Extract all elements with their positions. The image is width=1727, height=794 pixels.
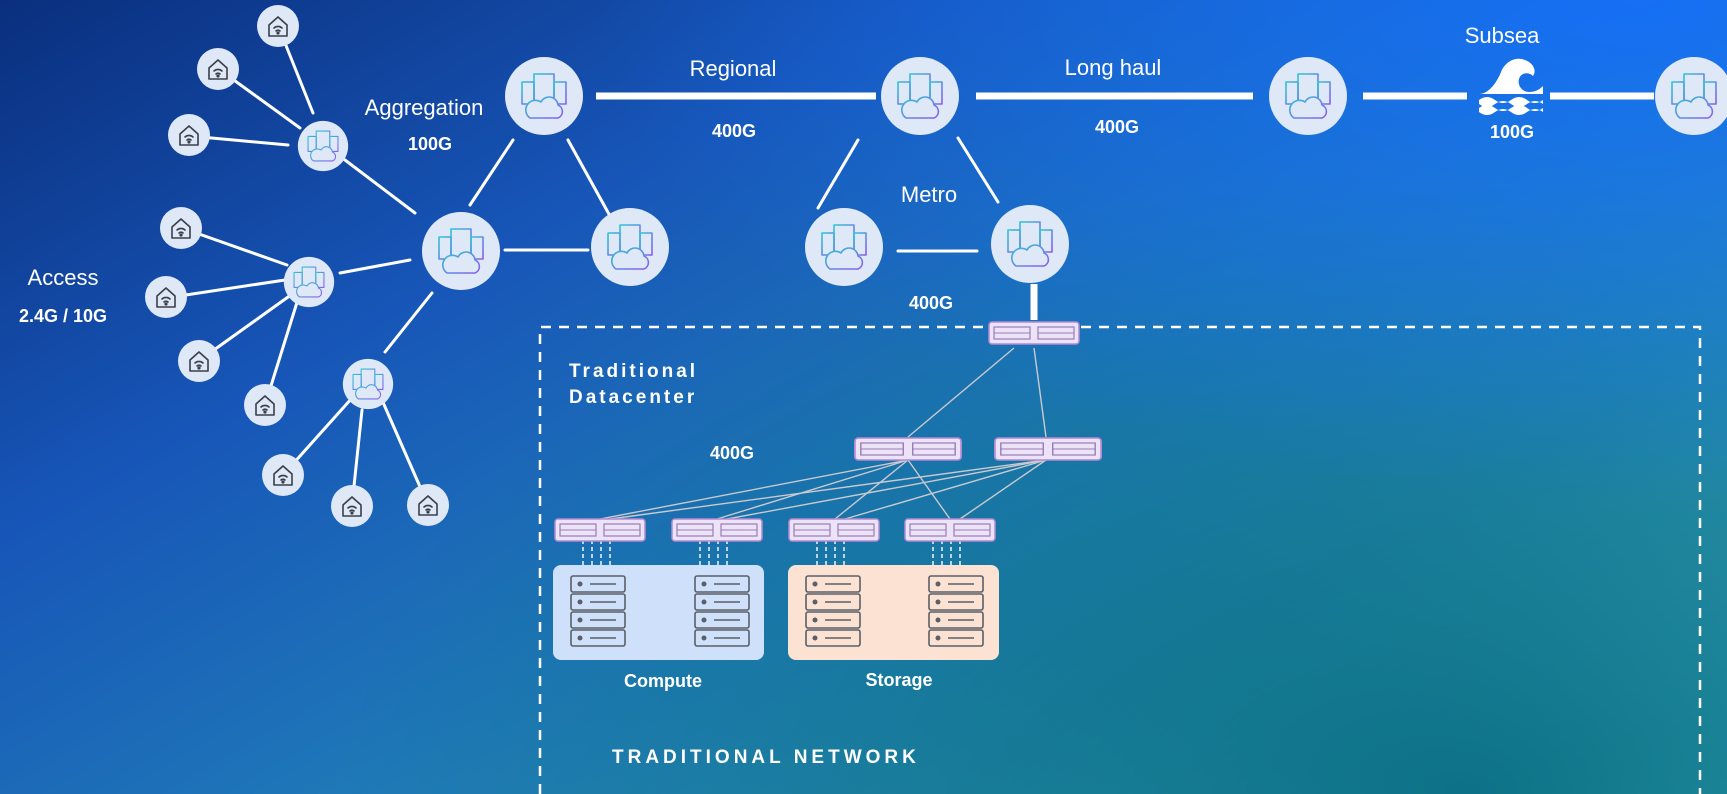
compute-panel: [553, 565, 764, 660]
fabric-links: [599, 347, 1047, 520]
regional-node: [591, 208, 669, 286]
network-nodes: [283, 57, 1727, 410]
regional-node: [505, 57, 583, 135]
metro-node: [805, 208, 883, 286]
access-node: [297, 120, 349, 172]
core-links: [468, 92, 1654, 320]
datacenter-boundary: [538, 325, 1702, 794]
network-title: TRADITIONAL NETWORK: [612, 747, 920, 768]
subsea-label: Subsea: [1465, 23, 1540, 48]
home-node: [257, 5, 299, 47]
access-home-nodes: [145, 5, 449, 527]
home-node: [262, 454, 304, 496]
long-haul-node: [1269, 57, 1347, 135]
aggregation-node: [422, 212, 500, 290]
switch-icon: [854, 437, 962, 461]
metro-hub-node: [881, 57, 959, 135]
switch-icon: [904, 518, 996, 542]
datacenter-title-line1: Traditional: [569, 361, 698, 382]
aggregation-label: Aggregation: [365, 95, 484, 120]
access-node: [283, 256, 335, 308]
compute-label: Compute: [624, 671, 702, 691]
subsea-speed-label: 100G: [1490, 122, 1534, 142]
regional-speed-label: 400G: [712, 121, 756, 141]
wave-icon: [1479, 58, 1543, 115]
switch-icon: [788, 518, 880, 542]
switches: [554, 321, 1102, 542]
home-node: [407, 484, 449, 526]
switch-icon: [554, 518, 646, 542]
access-label: Access: [28, 265, 99, 290]
access-node: [342, 358, 394, 410]
switch-icon: [988, 321, 1080, 345]
switch-icon: [671, 518, 763, 542]
regional-label: Regional: [690, 56, 777, 81]
datacenter-title-line2: Datacenter: [569, 387, 697, 408]
home-node: [244, 384, 286, 426]
storage-panel: [788, 565, 999, 660]
home-node: [197, 48, 239, 90]
home-node: [168, 114, 210, 156]
subsea-node: [1655, 57, 1727, 135]
home-node: [145, 276, 187, 318]
server-uplinks: [582, 540, 961, 565]
storage-label: Storage: [865, 670, 932, 690]
home-node: [160, 207, 202, 249]
home-node: [331, 485, 373, 527]
long-haul-speed-label: 400G: [1095, 117, 1139, 137]
metro-speed-label: 400G: [909, 293, 953, 313]
switch-icon: [994, 437, 1102, 461]
home-node: [178, 340, 220, 382]
long-haul-label: Long haul: [1065, 55, 1162, 80]
access-speed-label: 2.4G / 10G: [19, 306, 107, 326]
metro-node: [991, 205, 1069, 283]
aggregation-speed-label: 100G: [408, 134, 452, 154]
fabric-speed-label: 400G: [710, 443, 754, 463]
metro-label: Metro: [901, 182, 957, 207]
